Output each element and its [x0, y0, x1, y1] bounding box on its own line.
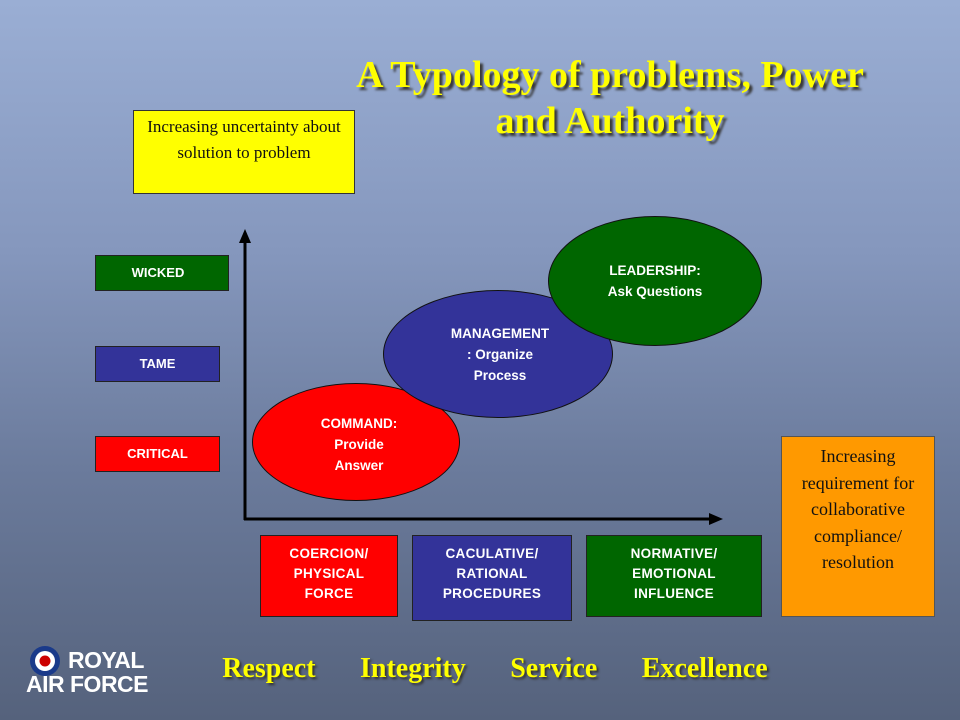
leadership-line-1: LEADERSHIP: — [609, 263, 701, 278]
value-service: Service — [510, 653, 598, 684]
command-line-2: Provide — [334, 436, 384, 452]
power-coercion-box: COERCION/ PHYSICAL FORCE — [260, 535, 398, 617]
command-oval: COMMAND: Provide Answer — [252, 383, 460, 501]
power-normative-line-1: NORMATIVE/ — [630, 546, 718, 561]
slide-title: A Typology of problems, Power and Author… — [300, 52, 920, 144]
power-calculative-box: CACULATIVE/ RATIONAL PROCEDURES — [412, 535, 572, 621]
core-values: Respect Integrity Service Excellence — [200, 653, 790, 685]
value-excellence: Excellence — [641, 653, 768, 684]
problem-type-critical: CRITICAL — [95, 436, 220, 472]
problem-type-tame: TAME — [95, 346, 220, 382]
power-coercion-line-3: FORCE — [304, 586, 354, 601]
power-normative-box: NORMATIVE/ EMOTIONAL INFLUENCE — [586, 535, 762, 617]
x-axis-label-box: Increasing requirement for collaborative… — [781, 436, 935, 617]
leadership-line-2: Ask Questions — [607, 284, 703, 299]
value-respect: Respect — [222, 653, 316, 684]
command-line-3: Answer — [334, 457, 384, 473]
power-calculative-line-1: CACULATIVE/ — [445, 546, 539, 561]
management-line-3: Process — [473, 367, 527, 383]
raf-logo-text: ROYAL AIR FORCE — [26, 647, 149, 696]
problem-type-wicked: WICKED — [95, 255, 229, 291]
power-calculative-line-3: PROCEDURES — [442, 586, 542, 601]
x-axis-arrowhead — [709, 513, 723, 525]
raf-logo — [30, 646, 60, 676]
title-line-1: A Typology of problems, Power — [356, 54, 864, 96]
raf-roundel-icon — [30, 646, 60, 676]
power-coercion-line-1: COERCION/ — [289, 546, 369, 561]
management-line-2: : Organize — [466, 346, 533, 362]
y-axis-label-box: Increasing uncertainty about solution to… — [133, 110, 355, 194]
command-line-1: COMMAND: — [320, 415, 398, 431]
management-line-1: MANAGEMENT — [450, 325, 550, 341]
power-calculative-line-2: RATIONAL — [456, 566, 528, 581]
leadership-oval: LEADERSHIP: Ask Questions — [548, 216, 762, 346]
y-axis-arrowhead — [239, 229, 251, 243]
raf-logo-line-1: ROYAL — [68, 647, 144, 673]
power-normative-line-3: INFLUENCE — [634, 586, 714, 601]
value-integrity: Integrity — [360, 653, 466, 684]
power-normative-line-2: EMOTIONAL — [632, 566, 716, 581]
power-coercion-line-2: PHYSICAL — [293, 566, 365, 581]
raf-logo-line-2: AIR FORCE — [26, 671, 149, 697]
title-line-2: and Authority — [495, 100, 725, 142]
